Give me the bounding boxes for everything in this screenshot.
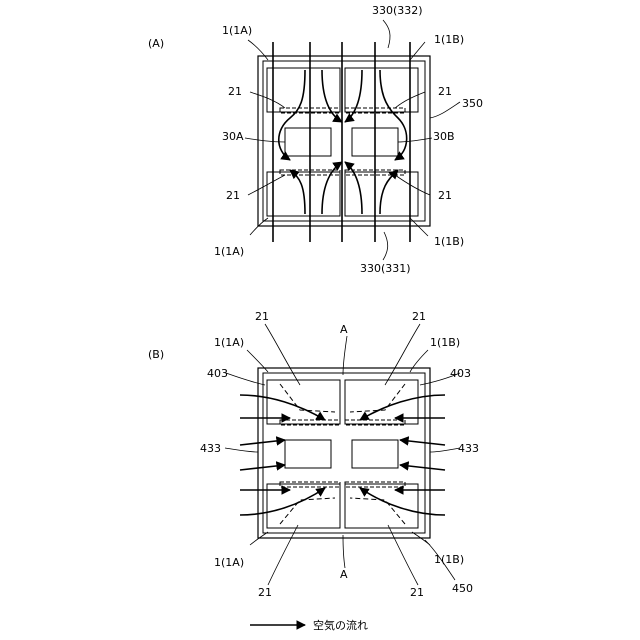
figure-b-airflow <box>240 395 445 515</box>
figure-a-label-heat-sink-top: 330(332) <box>372 4 423 17</box>
figure-a-label-bottom-left: 1(1A) <box>214 245 244 258</box>
legend-text: 空気の流れ <box>313 618 368 632</box>
figure-b-label-fan-top-left: 21 <box>255 310 269 323</box>
figure-b-label-inlet-left: 433 <box>200 442 221 455</box>
figure-b-outer-frame <box>258 368 430 538</box>
figure-b-label-bottom-left: 1(1A) <box>214 556 244 569</box>
figure-b-unit-left <box>285 440 331 468</box>
figure-b-label-top-left: 1(1A) <box>214 336 244 349</box>
figure-b-label-inlet-right: 433 <box>458 442 479 455</box>
figure-a: (A) <box>148 4 483 275</box>
figure-b-panel-label: (B) <box>148 348 164 361</box>
figure-b-label-region-top: A <box>340 323 348 336</box>
figure-b-label-bottom-right: 1(1B) <box>434 553 464 566</box>
figure-b-label-fan-bottom-right: 21 <box>410 586 424 599</box>
figure-a-label-fan-br: 21 <box>438 189 452 202</box>
legend: 空気の流れ <box>250 618 368 632</box>
figure-b-label-housing: 450 <box>452 582 473 595</box>
figure-b-label-guide-right: 403 <box>450 367 471 380</box>
figure-a-label-fan-tl: 21 <box>228 85 242 98</box>
figure-a-unit-30a <box>285 128 331 156</box>
figure-a-label-top-right: 1(1B) <box>434 33 464 46</box>
figure-b-label-guide-left: 403 <box>207 367 228 380</box>
figure-b-unit-right <box>352 440 398 468</box>
figure-a-label-unit-30a: 30A <box>222 130 244 143</box>
figure-a-label-fan-bl: 21 <box>226 189 240 202</box>
figure-a-label-unit-30b: 30B <box>433 130 455 143</box>
figure-a-label-fan-tr: 21 <box>438 85 452 98</box>
figure-b-label-top-right: 1(1B) <box>430 336 460 349</box>
figure-a-outer-frame <box>258 56 430 226</box>
figure-a-label-heat-sink-bottom: 330(331) <box>360 262 411 275</box>
figure-b-label-fan-bottom-left: 21 <box>258 586 272 599</box>
figure-a-panel-label: (A) <box>148 37 164 50</box>
figure-b: (B) <box>148 310 479 599</box>
figure-b-label-fan-top-right: 21 <box>412 310 426 323</box>
figure-a-label-top-left: 1(1A) <box>222 24 252 37</box>
figure-a-label-bottom-right: 1(1B) <box>434 235 464 248</box>
figure-a-label-duct: 350 <box>462 97 483 110</box>
figure-b-label-region-bottom: A <box>340 568 348 581</box>
